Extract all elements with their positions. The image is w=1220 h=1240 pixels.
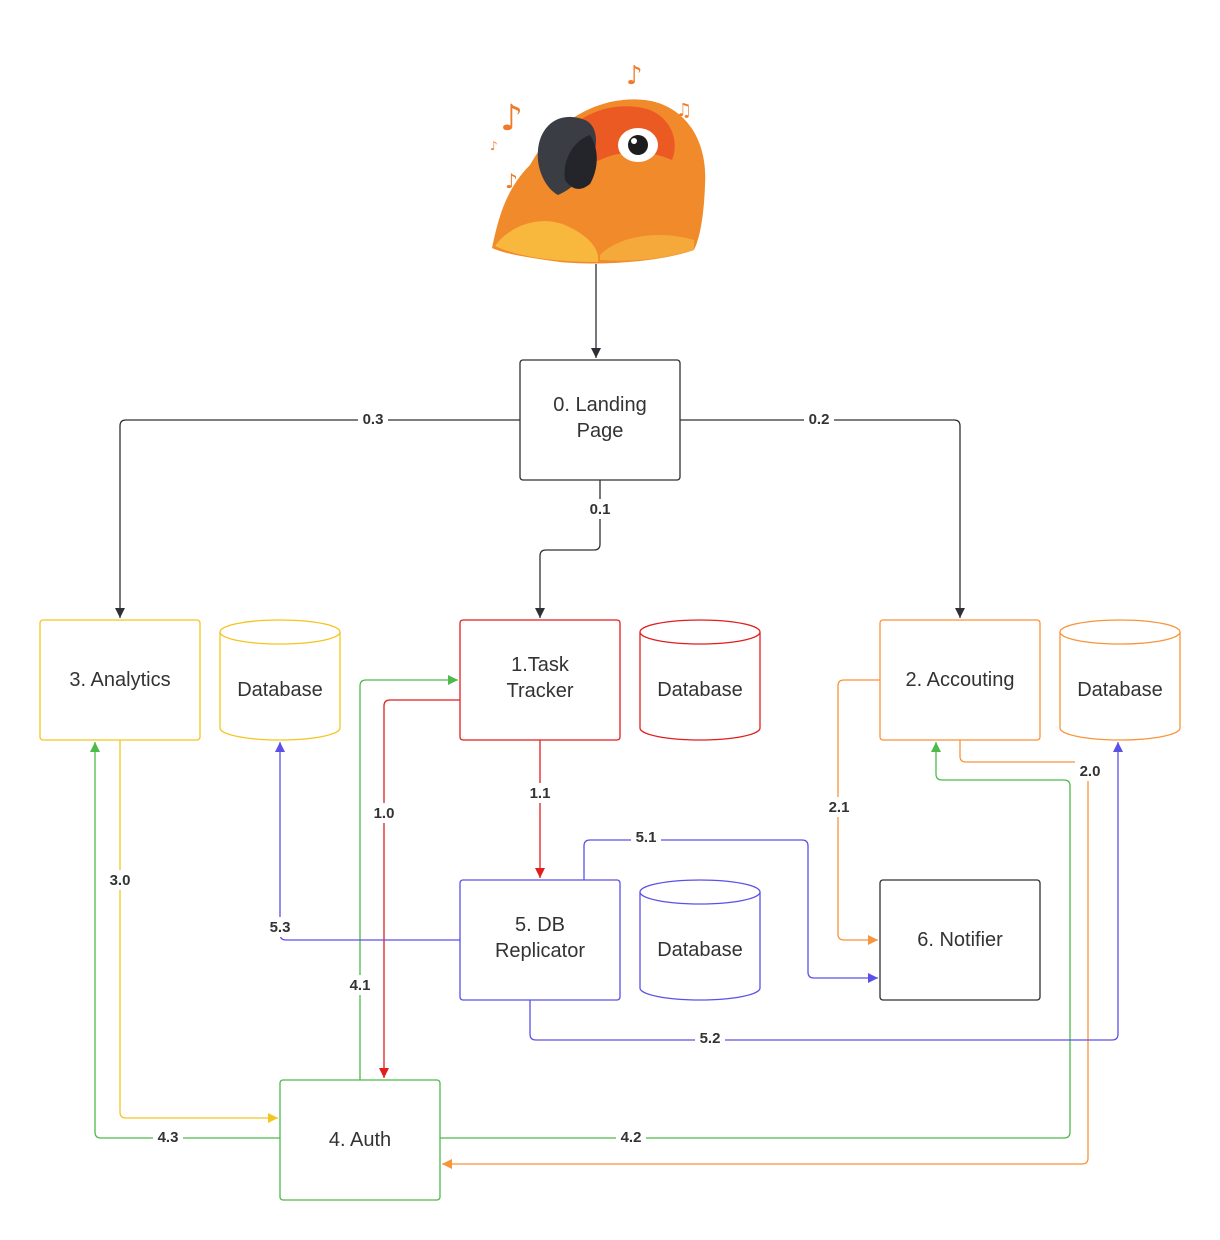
- edge-4-1: [359, 675, 458, 1080]
- node-auth-label: 4. Auth: [329, 1129, 391, 1151]
- svg-text:♫: ♫: [676, 100, 692, 121]
- svg-text:4.1: 4.1: [350, 977, 371, 994]
- database-analytics-label: Database: [237, 679, 323, 701]
- svg-text:♪: ♪: [490, 139, 498, 153]
- edge-label-4-1: 4.1: [345, 975, 375, 995]
- edge-label-4-2: 4.2: [616, 1127, 646, 1147]
- svg-text:5.2: 5.2: [700, 1030, 721, 1047]
- edge-4-3: [90, 742, 280, 1139]
- node-accounting[interactable]: 2. Accouting: [879, 619, 1041, 741]
- edge-5-2: [529, 742, 1123, 1041]
- node-db-replicator-line2: Replicator: [495, 940, 585, 962]
- edge-label-0-3: 0.3: [358, 409, 388, 429]
- music-note-icon: ♪ ♪ ♫ ♪ ♪: [490, 61, 692, 193]
- svg-text:2.1: 2.1: [829, 799, 850, 816]
- edge-label-3-0: 3.0: [105, 870, 135, 890]
- svg-text:2.0: 2.0: [1080, 763, 1101, 780]
- edge-0-3: [115, 419, 520, 618]
- edge-label-5-2: 5.2: [695, 1028, 725, 1048]
- node-landing-page-line2: Page: [577, 420, 624, 442]
- node-landing-page-line1: 0. Landing: [553, 394, 646, 416]
- edge-4-2: [440, 742, 1071, 1139]
- svg-text:♪: ♪: [500, 98, 523, 139]
- edge-label-5-3: 5.3: [265, 917, 295, 937]
- svg-text:♪: ♪: [626, 61, 643, 91]
- svg-text:1.0: 1.0: [374, 805, 395, 822]
- edge-0-1: [535, 480, 601, 618]
- svg-text:0.3: 0.3: [363, 411, 384, 428]
- database-accounting-label: Database: [1077, 679, 1163, 701]
- node-analytics[interactable]: 3. Analytics: [39, 619, 201, 741]
- database-replicator-label: Database: [657, 939, 743, 961]
- database-analytics[interactable]: Database: [219, 619, 341, 741]
- database-task-tracker-label: Database: [657, 679, 743, 701]
- node-task-tracker-line1: 1.Task: [511, 654, 570, 676]
- database-task-tracker[interactable]: Database: [639, 619, 761, 741]
- node-accounting-label: 2. Accouting: [906, 669, 1015, 691]
- node-notifier-label: 6. Notifier: [917, 929, 1003, 951]
- node-notifier[interactable]: 6. Notifier: [879, 879, 1041, 1001]
- edge-3-0: [119, 740, 278, 1123]
- edge-0-2: [680, 419, 965, 618]
- node-task-tracker-line2: Tracker: [506, 680, 573, 702]
- svg-text:4.3: 4.3: [158, 1129, 179, 1146]
- svg-text:5.1: 5.1: [636, 829, 657, 846]
- node-auth[interactable]: 4. Auth: [279, 1079, 441, 1201]
- edge-label-5-1: 5.1: [631, 827, 661, 847]
- edge-label-1-1: 1.1: [525, 783, 555, 803]
- parrot-logo-icon: [492, 99, 706, 264]
- edge-label-2-1: 2.1: [824, 797, 854, 817]
- svg-text:5.3: 5.3: [270, 919, 291, 936]
- svg-text:3.0: 3.0: [110, 872, 131, 889]
- edge-label-0-2: 0.2: [804, 409, 834, 429]
- svg-text:4.2: 4.2: [621, 1129, 642, 1146]
- edge-1-0: [379, 699, 460, 1078]
- edge-5-3: [275, 742, 460, 941]
- edge-label-2-0: 2.0: [1075, 761, 1105, 781]
- node-db-replicator[interactable]: 5. DB Replicator: [459, 879, 621, 1001]
- database-accounting[interactable]: Database: [1059, 619, 1181, 741]
- node-db-replicator-line1: 5. DB: [515, 914, 565, 936]
- node-landing-page[interactable]: 0. Landing Page: [519, 359, 681, 481]
- database-replicator[interactable]: Database: [639, 879, 761, 1001]
- node-task-tracker[interactable]: 1.Task Tracker: [459, 619, 621, 741]
- node-analytics-label: 3. Analytics: [69, 669, 170, 691]
- edge-label-0-1: 0.1: [585, 499, 615, 519]
- svg-text:0.1: 0.1: [590, 501, 611, 518]
- svg-text:♪: ♪: [505, 169, 518, 193]
- svg-text:0.2: 0.2: [809, 411, 830, 428]
- edge-label-4-3: 4.3: [153, 1127, 183, 1147]
- svg-text:1.1: 1.1: [530, 785, 551, 802]
- edge-5-1: [583, 839, 878, 983]
- edge-label-1-0: 1.0: [369, 803, 399, 823]
